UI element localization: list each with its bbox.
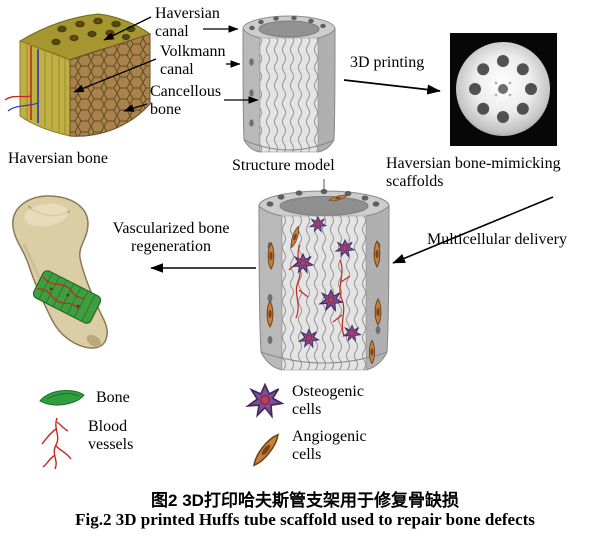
model-right-wall: [317, 27, 336, 153]
vascularized-regeneration-label: Vascularized bone regeneration: [112, 220, 230, 256]
caption-english: Fig.2 3D printed Huffs tube scaffold use…: [75, 510, 535, 529]
3d-printing-label: 3D printing: [350, 54, 425, 71]
haversian-bone-label: Haversian bone: [8, 150, 108, 167]
multicellular-delivery-label: Multicellular delivery: [427, 231, 567, 248]
regenerated-bone-illustration: [12, 195, 108, 349]
structure-model-label: Structure model: [232, 157, 335, 174]
scaffold-holes: [469, 55, 537, 123]
legend-angiogenic-label: Angiogenic cells: [292, 428, 367, 464]
rim-canal-holes: [249, 15, 326, 31]
volkmann-canal-holes: [249, 58, 254, 127]
arrow-3d-printing: [343, 79, 441, 95]
scaffold-photo: [450, 33, 557, 146]
arrow-volkmann-to-bone: [73, 58, 157, 93]
blood-vessels-icon: [41, 417, 72, 470]
arrow-haversian-to-bone: [103, 16, 152, 41]
cancellous-bone-label: Cancellous bone: [150, 83, 222, 119]
haversian-canal-label: Haversian canal: [155, 5, 220, 41]
legend-icons: [39, 383, 283, 470]
cylinder-left-wall: [258, 204, 283, 371]
volkmann-canal-label: Volkmann canal: [160, 43, 226, 79]
bone-icon: [39, 389, 85, 406]
angiogenic-cell-icon: [249, 431, 283, 469]
arrow-cancellous-to-bone: [123, 103, 148, 112]
legend-blood-vessels-label: Blood vessels: [88, 418, 134, 454]
haversian-bone-illustration: [4, 13, 152, 137]
rim-canal-holes: [266, 188, 380, 207]
arrows: [73, 16, 554, 273]
caption-chinese: 图2 3D打印哈夫斯管支架用于修复骨缺损: [151, 491, 459, 510]
osteogenic-cell-icon: [247, 383, 283, 417]
scaffolds-label: Haversian bone-mimicking scaffolds: [386, 155, 561, 191]
arrow-multicellular-delivery: [392, 196, 554, 264]
legend-osteogenic-label: Osteogenic cells: [292, 383, 364, 419]
bone-graft-patch: [32, 270, 102, 324]
multicellular-scaffold-illustration: [258, 179, 390, 371]
legend-bone-label: Bone: [96, 389, 130, 406]
structure-model-illustration: [242, 15, 336, 153]
cylinder-right-wall: [365, 204, 390, 371]
